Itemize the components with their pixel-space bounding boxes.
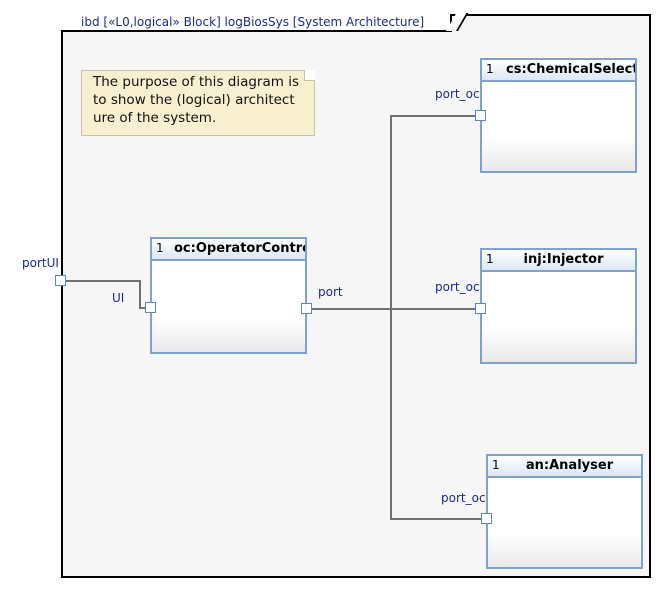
- port-cs-port-oc[interactable]: [475, 110, 486, 121]
- port-label-port: port: [318, 285, 343, 299]
- port-oc-port[interactable]: [301, 303, 312, 314]
- part-name: inj:Injector: [523, 252, 604, 267]
- part-name: cs:ChemicalSelector: [506, 62, 635, 77]
- part-name: oc:OperatorControl: [174, 241, 305, 256]
- comment-note[interactable]: The purpose of this diagram is to show t…: [81, 70, 315, 136]
- frame-header: ibd [«L0,logical» Block] logBiosSys [Sys…: [61, 14, 453, 32]
- port-label-an: port_oc: [441, 491, 486, 505]
- part-chemical-selector[interactable]: 1 cs:ChemicalSelector: [480, 58, 637, 173]
- multiplicity: 1: [486, 252, 494, 266]
- port-label-inj: port_oc: [435, 280, 480, 294]
- part-injector[interactable]: 1 inj:Injector: [480, 248, 637, 364]
- connector-oc-cs: [312, 115, 480, 310]
- part-title: 1 oc:OperatorControl: [152, 239, 305, 261]
- part-analyser[interactable]: 1 an:Analyser: [486, 454, 643, 569]
- part-title: 1 cs:ChemicalSelector: [482, 60, 635, 82]
- port-label-ui: UI: [112, 291, 125, 305]
- port-inj-port-oc[interactable]: [475, 303, 486, 314]
- part-title: 1 an:Analyser: [488, 456, 641, 478]
- part-name: an:Analyser: [525, 458, 614, 473]
- multiplicity: 1: [156, 241, 164, 255]
- multiplicity: 1: [486, 62, 494, 76]
- port-an-port-oc[interactable]: [481, 513, 492, 524]
- boundary-port-portui[interactable]: [55, 275, 66, 286]
- connector-portui-ui: [61, 280, 151, 309]
- part-title: 1 inj:Injector: [482, 250, 635, 272]
- port-label-portui: portUI: [22, 256, 59, 270]
- note-fold-corner: [304, 70, 315, 81]
- part-operator-control[interactable]: 1 oc:OperatorControl: [150, 237, 307, 354]
- port-label-cs: port_oc: [435, 87, 480, 101]
- port-ui[interactable]: [145, 302, 156, 313]
- note-text: The purpose of this diagram is to show t…: [93, 74, 299, 126]
- connector-oc-an: [390, 309, 487, 520]
- multiplicity: 1: [492, 458, 500, 472]
